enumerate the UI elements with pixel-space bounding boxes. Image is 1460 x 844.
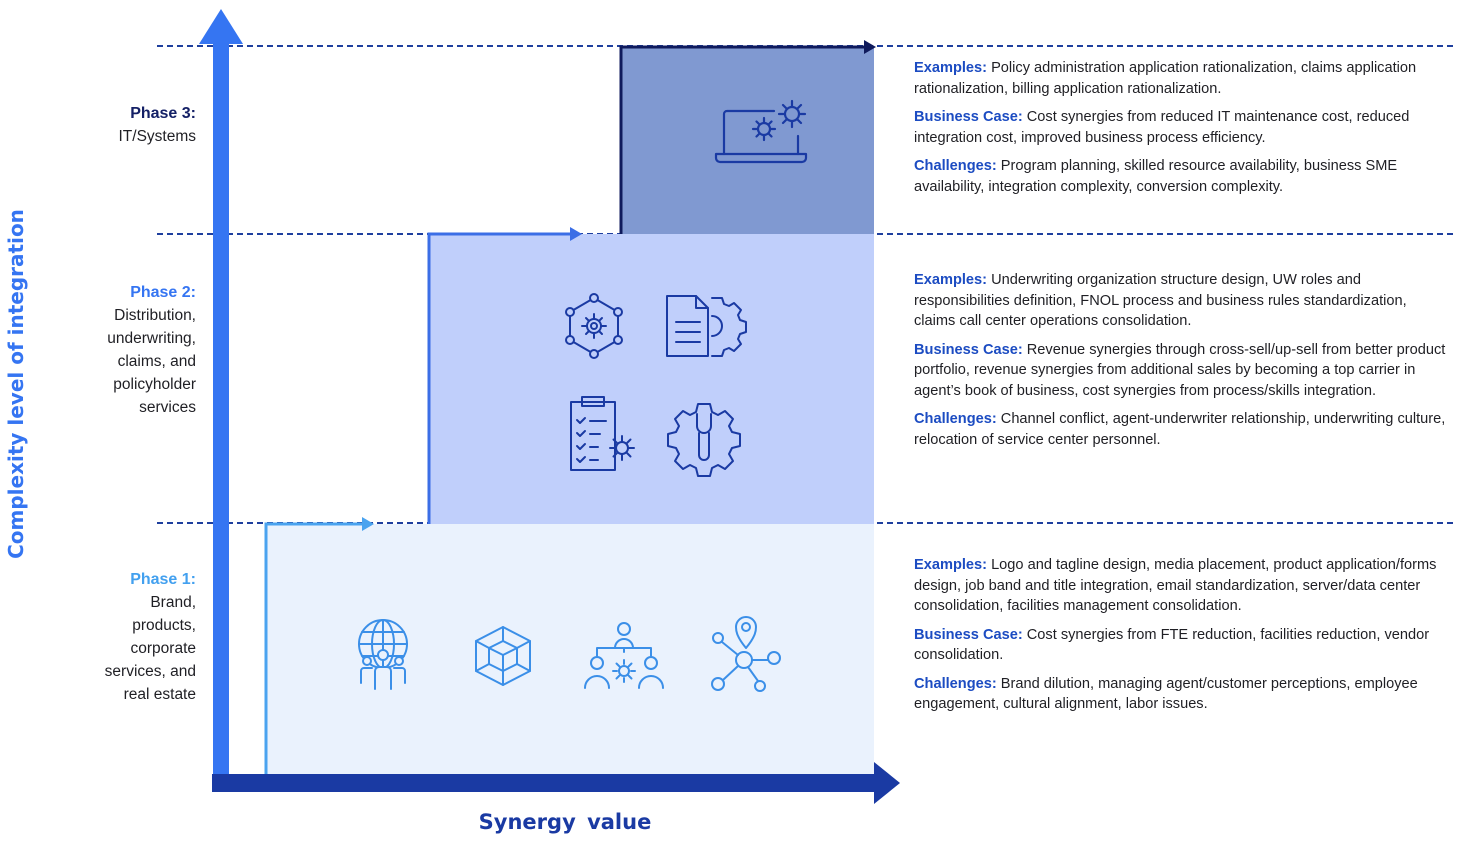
phase2-box: [429, 234, 874, 524]
challenges-label: Challenges:: [914, 411, 997, 427]
phase3-label: Phase 3: IT/Systems: [66, 102, 196, 148]
challenges-text: Brand dilution, managing agent/customer …: [914, 675, 1418, 713]
phase2-subtitle-line: underwriting,: [107, 330, 196, 347]
business-case-label: Business Case:: [914, 626, 1023, 643]
phase1-title: Phase 1:: [130, 571, 196, 588]
org-chart-gear-icon: [577, 620, 671, 690]
phase1-subtitle-line: services, and: [104, 663, 196, 680]
phase1-subtitle-line: Brand,: [150, 594, 196, 611]
y-axis-arrow: [199, 9, 243, 774]
phase1-box: [266, 524, 874, 776]
phase2-subtitle-line: services: [139, 399, 196, 416]
phase3-challenges: Challenges: Program planning, skilled re…: [914, 156, 1449, 197]
phase2-examples: Examples: Underwriting organization stru…: [914, 270, 1449, 332]
phase2-title: Phase 2:: [130, 284, 196, 301]
business-case-text: Cost synergies from FTE reduction, facil…: [914, 626, 1430, 664]
phase2-step-arrow: [427, 227, 582, 524]
phase3-description: Examples: Policy administration applicat…: [914, 58, 1449, 205]
examples-label: Examples:: [914, 60, 988, 76]
examples-text: Policy administration application ration…: [914, 60, 1417, 97]
phase2-description: Examples: Underwriting organization stru…: [914, 270, 1449, 458]
hexagon-network-gear-icon: [562, 292, 626, 362]
phase1-subtitle-line: corporate: [130, 640, 196, 657]
phase1-challenges: Challenges: Brand dilution, managing age…: [914, 674, 1449, 715]
phase2-label: Phase 2: Distribution, underwriting, cla…: [66, 281, 196, 419]
examples-label: Examples:: [914, 557, 988, 573]
gear-wrench-icon: [666, 400, 742, 477]
business-case-label: Business Case:: [914, 341, 1023, 358]
location-network-icon: [708, 614, 788, 692]
clipboard-checklist-gear-icon: [568, 394, 640, 472]
phase3-step-arrow: [619, 40, 876, 234]
x-axis-arrow: [212, 762, 900, 804]
phase2-subtitle-line: Distribution,: [114, 307, 196, 324]
phase3-subtitle: IT/Systems: [118, 128, 196, 145]
phase1-step-arrow: [264, 517, 374, 776]
phase2-business-case: Business Case: Revenue synergies through…: [914, 340, 1449, 402]
business-case-text: Cost synergies from reduced IT maintenan…: [914, 109, 1410, 146]
examples-text: Underwriting organization structure desi…: [914, 272, 1407, 329]
phase3-title: Phase 3:: [130, 105, 196, 122]
phase1-description: Examples: Logo and tagline design, media…: [914, 555, 1449, 723]
phase1-subtitle-line: products,: [132, 617, 196, 634]
document-gear-icon: [664, 292, 752, 360]
phase3-box: [621, 47, 874, 234]
examples-text: Logo and tagline design, media placement…: [914, 557, 1437, 614]
phase1-label: Phase 1: Brand, products, corporate serv…: [66, 568, 196, 706]
phase2-challenges: Challenges: Channel conflict, agent-unde…: [914, 409, 1449, 450]
challenges-label: Challenges:: [914, 158, 997, 174]
x-axis-label: Synergy value: [478, 810, 652, 834]
challenges-text: Channel conflict, agent-underwriter rela…: [914, 411, 1446, 448]
phase1-examples: Examples: Logo and tagline design, media…: [914, 555, 1449, 617]
business-case-text: Revenue synergies through cross-sell/up-…: [914, 341, 1446, 399]
phase2-subtitle-line: policyholder: [113, 376, 196, 393]
challenges-text: Program planning, skilled resource avail…: [914, 158, 1398, 195]
examples-label: Examples:: [914, 272, 988, 288]
laptop-gears-icon: [710, 96, 820, 168]
phase1-subtitle-line: real estate: [123, 686, 196, 703]
phase1-business-case: Business Case: Cost synergies from FTE r…: [914, 625, 1449, 666]
challenges-label: Challenges:: [914, 675, 997, 692]
phase3-business-case: Business Case: Cost synergies from reduc…: [914, 107, 1449, 148]
cube-icon: [472, 624, 534, 688]
global-team-icon: [356, 617, 410, 691]
business-case-label: Business Case:: [914, 109, 1023, 125]
phase3-examples: Examples: Policy administration applicat…: [914, 58, 1449, 99]
phase2-subtitle-line: claims, and: [117, 353, 196, 370]
